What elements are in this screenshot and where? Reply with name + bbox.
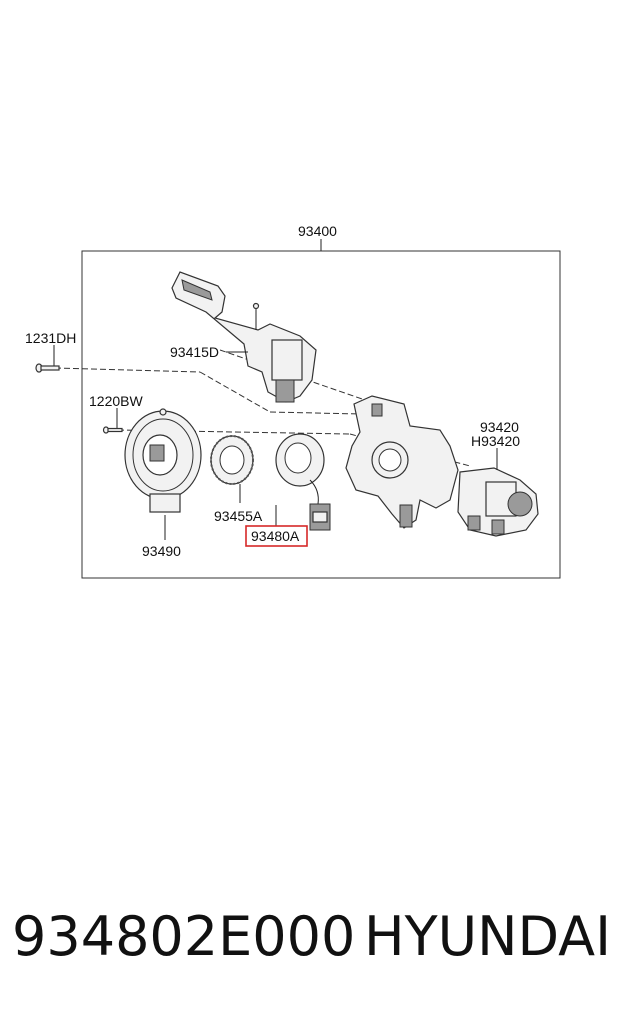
clock-spring-housing-93490[interactable]: [124, 408, 202, 513]
label-1231dh[interactable]: 1231DH: [25, 330, 76, 346]
bolt-1231dh[interactable]: [35, 345, 60, 373]
label-93415d[interactable]: 93415D: [170, 344, 219, 360]
screw-1220bw[interactable]: [102, 408, 123, 434]
clock-spring-93480a[interactable]: [275, 433, 331, 531]
switch-93420[interactable]: [457, 467, 539, 537]
label-93480a[interactable]: 93480A: [251, 528, 300, 544]
highlight-93480a: [245, 525, 308, 547]
part-number: 934802E000: [12, 905, 356, 968]
label-h93420[interactable]: H93420: [471, 433, 520, 449]
brand-name: HYUNDAI: [364, 905, 612, 968]
label-1220bw[interactable]: 1220BW: [89, 393, 143, 409]
label-93400[interactable]: 93400: [298, 223, 337, 239]
lever-switch-93415d[interactable]: [171, 271, 317, 403]
switch-body[interactable]: [345, 395, 459, 529]
label-93455a[interactable]: 93455A: [214, 508, 263, 524]
label-93490[interactable]: 93490: [142, 543, 181, 559]
ring-93455a[interactable]: [210, 435, 254, 485]
label-93420[interactable]: 93420: [480, 419, 519, 435]
